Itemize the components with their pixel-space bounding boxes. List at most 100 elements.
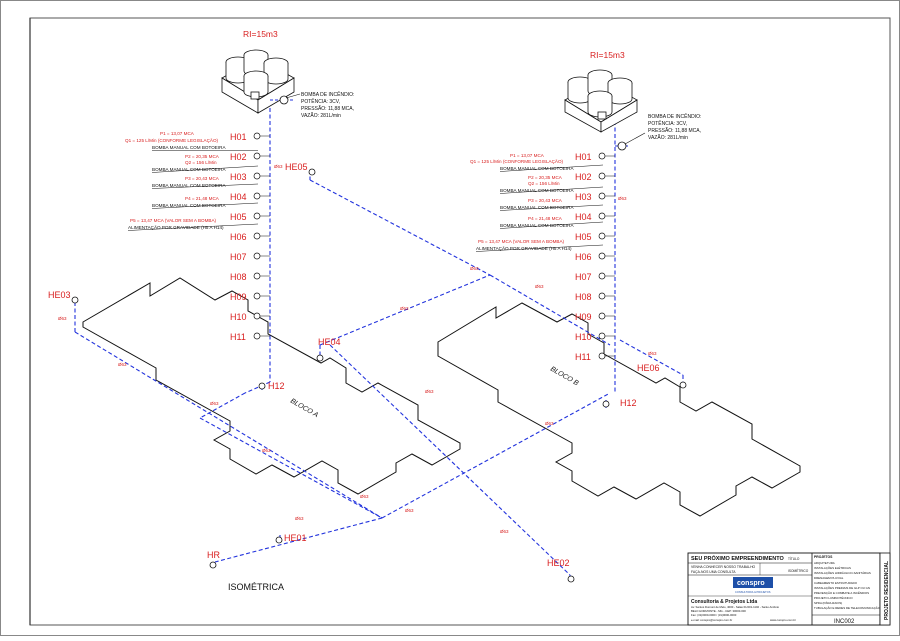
field-desc-label: ISOMÉTRICO (788, 568, 809, 573)
svg-text:H07: H07 (230, 252, 247, 262)
company-email: e-mail: conspro@conspro.com.br (691, 618, 732, 622)
slogan-1: VENHA CONHECER NOSSO TRABALHO (691, 565, 756, 569)
annotation-p3-b: P3 = 20,43 MCA BOMBA MANUAL COM BOTOEIRA (499, 198, 604, 211)
slogan-2: FAÇA-NOS UMA CONSULTA (691, 570, 736, 574)
project-item: INSTALAÇÕES ELÉTRICAS (814, 565, 851, 570)
annotation-p3-a: P3 = 20,43 MCA BOMBA MANUAL COM BOTOEIRA (151, 176, 259, 189)
project-item: TUBULAÇÃO E REDES DE TELECOMUNICAÇÃO (814, 605, 881, 610)
svg-text:P5 = 13,47 MCA (VALOR SEM A BO: P5 = 13,47 MCA (VALOR SEM A BOMBA) (130, 218, 217, 223)
svg-text:H03: H03 (230, 172, 247, 182)
annotation-p2-b: P2 = 20,35 MCA Q2 = 156 L/Min BOMBA MANU… (499, 175, 604, 194)
company-logo (733, 577, 773, 588)
svg-text:H07: H07 (575, 272, 592, 282)
svg-text:P1 = 13,07 MCA: P1 = 13,07 MCA (160, 131, 195, 136)
svg-text:H02: H02 (230, 152, 247, 162)
svg-text:H10: H10 (230, 312, 247, 322)
annotation-p5-a: P5 = 13,47 MCA (VALOR SEM A BOMBA) ALIME… (127, 218, 259, 231)
floor-h11-b: H11 (575, 352, 615, 362)
svg-text:HE02: HE02 (547, 558, 570, 568)
floor-h09-a: H09 (230, 292, 270, 302)
title-block: SEU PRÓXIMO EMPREENDIMENTO VENHA CONHECE… (687, 552, 891, 626)
company-name: Consultoria & Projetos Ltda (691, 599, 757, 605)
svg-text:H01: H01 (575, 152, 592, 162)
pipe-tag: Ø63 (425, 389, 434, 394)
project-item: SPDA (PÁRA-RAIOS) (814, 601, 842, 605)
svg-text:BOMBA MANUAL COM BOTOEIRA: BOMBA MANUAL COM BOTOEIRA (152, 167, 226, 172)
svg-text:BOMBA MANUAL COM BOTOEIRA: BOMBA MANUAL COM BOTOEIRA (500, 188, 574, 193)
annotation-p1-a: P1 = 13,07 MCA Q1 = 125 L/Min (CONFORME … (125, 131, 258, 151)
floor-h11-a: H11 (230, 332, 270, 342)
svg-text:POTÊNCIA: 3CV,: POTÊNCIA: 3CV, (301, 97, 340, 105)
annotation-p5-b: P5 = 13,47 MCA (VALOR SEM A BOMBA) ALIME… (475, 239, 604, 252)
floor-h05-a: H05 (230, 212, 270, 222)
floor-h10-b: H10 (575, 332, 615, 342)
reservoir-label-a: RI=15m3 (243, 29, 278, 39)
svg-text:Q1 = 125 L/Min (CONFORME LEGIS: Q1 = 125 L/Min (CONFORME LEGISLAÇÃO) (470, 158, 564, 164)
reservoir-tanks-b (564, 69, 638, 133)
company-site: www.conspro.com.br (770, 618, 796, 622)
riser-b-floors: H01 H02 H03 H04 H05 H06 H07 H08 H09 H10 … (575, 152, 615, 362)
svg-text:P2 = 20,35 MCA: P2 = 20,35 MCA (185, 154, 220, 159)
floor-h07-b: H07 (575, 272, 615, 282)
annotation-p2-a: P2 = 20,35 MCA Q2 = 156 L/Min BOMBA MANU… (151, 154, 259, 173)
projects-header: PROJETOS (814, 555, 833, 559)
svg-text:HE03: HE03 (48, 290, 71, 300)
pipe-tag: Ø63 (295, 516, 304, 521)
floor-h01-b: H01 (575, 152, 615, 162)
svg-text:P2 = 20,35 MCA: P2 = 20,35 MCA (528, 175, 563, 180)
svg-text:H01: H01 (230, 132, 247, 142)
reservoir-label-b: RI=15m3 (590, 50, 625, 60)
svg-text:HE05: HE05 (285, 162, 308, 172)
reservoir-tanks-a (221, 49, 295, 114)
svg-text:Q2 = 156 L/Min: Q2 = 156 L/Min (185, 160, 217, 165)
svg-text:PRESSÃO: 11,88 MCA,: PRESSÃO: 11,88 MCA, (648, 127, 701, 134)
svg-text:VAZÃO: 281L/min: VAZÃO: 281L/min (301, 112, 341, 119)
svg-text:BOMBA MANUAL COM BOTOEIRA: BOMBA MANUAL COM BOTOEIRA (152, 145, 226, 150)
pipe-tag: Ø63 (210, 401, 219, 406)
svg-text:H12: H12 (620, 398, 637, 408)
svg-text:HE01: HE01 (284, 533, 307, 543)
pipe-tag: Ø63 (360, 494, 369, 499)
logo-subtitle: CONSULTORIA & PROJETOS (735, 590, 771, 594)
svg-text:Q1 = 125 L/Min (CONFORME LEGIS: Q1 = 125 L/Min (CONFORME LEGISLAÇÃO) (125, 137, 219, 143)
hydrant-he05: HE05 (285, 162, 316, 176)
svg-text:H03: H03 (575, 192, 592, 202)
hydrant-he04: HE04 (316, 337, 341, 362)
svg-text:H04: H04 (230, 192, 247, 202)
svg-text:BOMBA MANUAL COM BOTOEIRA: BOMBA MANUAL COM BOTOEIRA (152, 203, 226, 208)
hydrant-h12-a: H12 (258, 381, 285, 391)
floor-h04-b: H04 (575, 212, 615, 222)
annotation-p4-b: P4 = 21,48 MCA BOMBA MANUAL COM BOTOEIRA (499, 216, 604, 229)
floor-h03-a: H03 (230, 172, 270, 182)
pipe-network (74, 108, 684, 582)
svg-text:Q2 = 156 L/Min: Q2 = 156 L/Min (528, 181, 560, 186)
svg-text:P3 = 20,43 MCA: P3 = 20,43 MCA (185, 176, 220, 181)
svg-text:H02: H02 (575, 172, 592, 182)
svg-text:HE06: HE06 (637, 363, 660, 373)
svg-text:P5 = 13,47 MCA (VALOR SEM A BO: P5 = 13,47 MCA (VALOR SEM A BOMBA) (478, 239, 565, 244)
floor-h03-b: H03 (575, 192, 615, 202)
pipe-tag: Ø63 (118, 362, 127, 367)
svg-text:P1 = 13,07 MCA: P1 = 13,07 MCA (510, 153, 545, 158)
floor-h01-a: H01 (230, 132, 270, 142)
annotation-p4-a: P4 = 21,48 MCA BOMBA MANUAL COM BOTOEIRA (151, 196, 259, 209)
svg-text:H09: H09 (230, 292, 247, 302)
svg-text:BOMBA DE INCÊNDIO:: BOMBA DE INCÊNDIO: (648, 112, 701, 120)
pipe-tag: Ø63 (274, 164, 283, 169)
pipe-tag: Ø63 (648, 351, 657, 356)
project-item: PREVENÇÃO E COMBATE A INCÊNDIOS (814, 590, 869, 595)
svg-text:H11: H11 (230, 332, 246, 342)
svg-text:HR: HR (207, 550, 220, 560)
floor-h07-a: H07 (230, 252, 270, 262)
building-outline-block-a (82, 277, 461, 495)
project-item: INSTALAÇÕES HIDRÁULICO-SANITÁRIAS (814, 570, 871, 575)
annotations-riser-a: P1 = 13,07 MCA Q1 = 125 L/Min (CONFORME … (125, 131, 259, 231)
pipe-diameter-tags: Ø63 Ø63 Ø63 Ø63 Ø63 Ø63 Ø63 Ø63 Ø63 Ø63 … (58, 164, 657, 534)
svg-text:H05: H05 (230, 212, 247, 222)
svg-text:H11: H11 (575, 352, 591, 362)
floor-h06-b: H06 (575, 252, 615, 262)
fire-pump-b (615, 132, 646, 151)
